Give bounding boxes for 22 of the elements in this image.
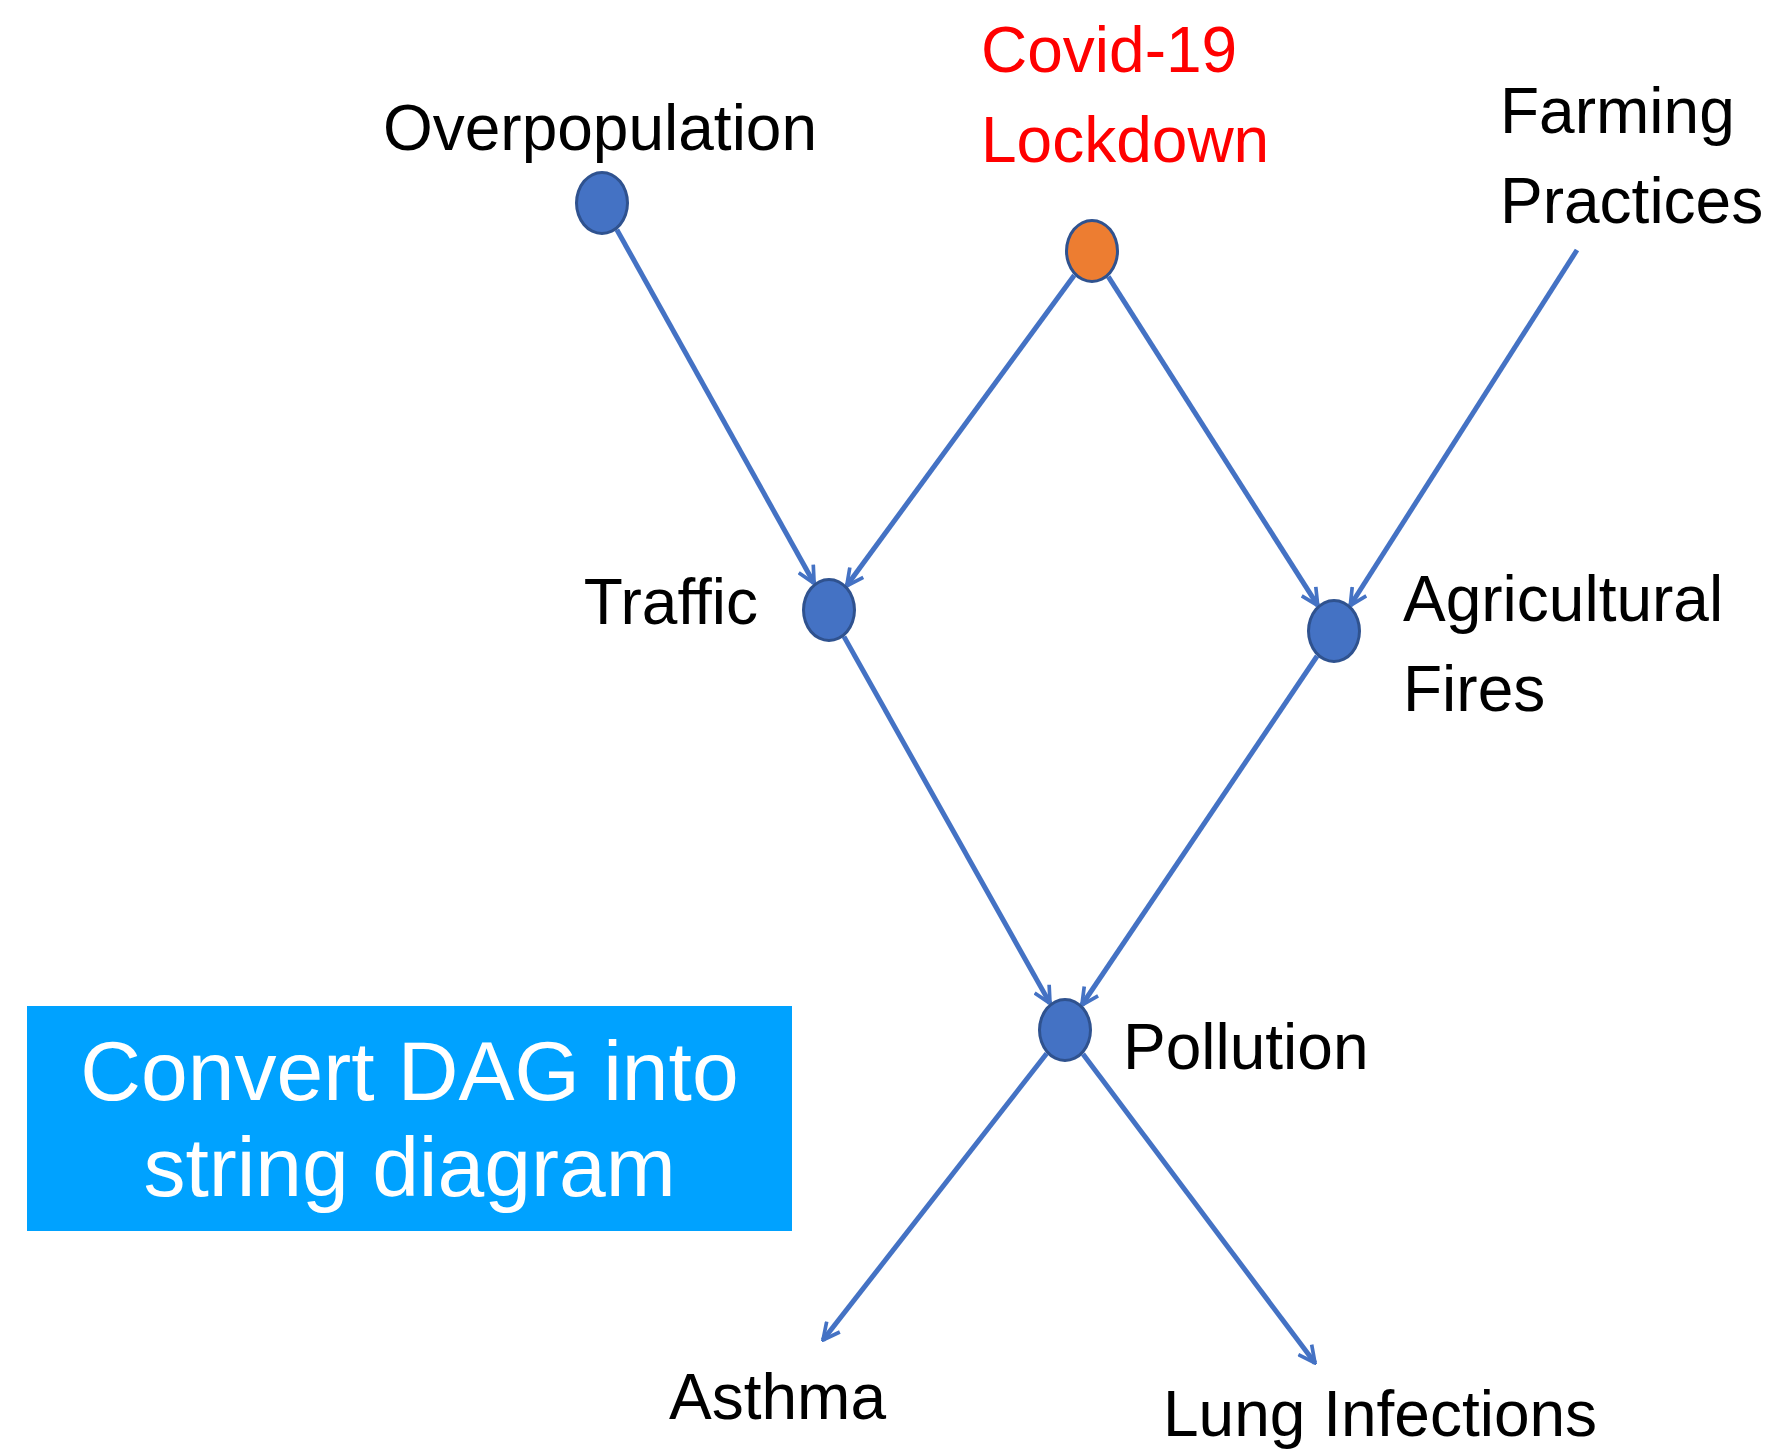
node-label: Covid-19 Lockdown <box>981 13 1271 178</box>
arrow <box>614 228 817 586</box>
node-circle <box>802 578 856 642</box>
title-banner <box>27 1006 792 1231</box>
arrow <box>1079 654 1320 1007</box>
arrow <box>844 273 1077 588</box>
node-circle <box>1038 998 1092 1062</box>
node-label: Agricultural Fires <box>1403 562 1725 727</box>
node-label: Overpopulation <box>381 91 819 166</box>
banner-text: Convert DAG into string diagram <box>79 1022 740 1215</box>
node-label: Traffic <box>582 565 758 640</box>
arrow <box>1106 275 1320 608</box>
arrow <box>821 1051 1049 1342</box>
node-circle <box>1065 219 1119 283</box>
node-label: Pollution <box>1123 1010 1370 1085</box>
node-label: Asthma <box>669 1352 929 1442</box>
node-circle <box>575 171 629 235</box>
arrow <box>841 635 1053 1006</box>
node-circle <box>1307 599 1361 663</box>
arrow <box>1080 1052 1317 1365</box>
arrow <box>1348 248 1580 608</box>
node-label: Farming Practices <box>1500 66 1785 246</box>
